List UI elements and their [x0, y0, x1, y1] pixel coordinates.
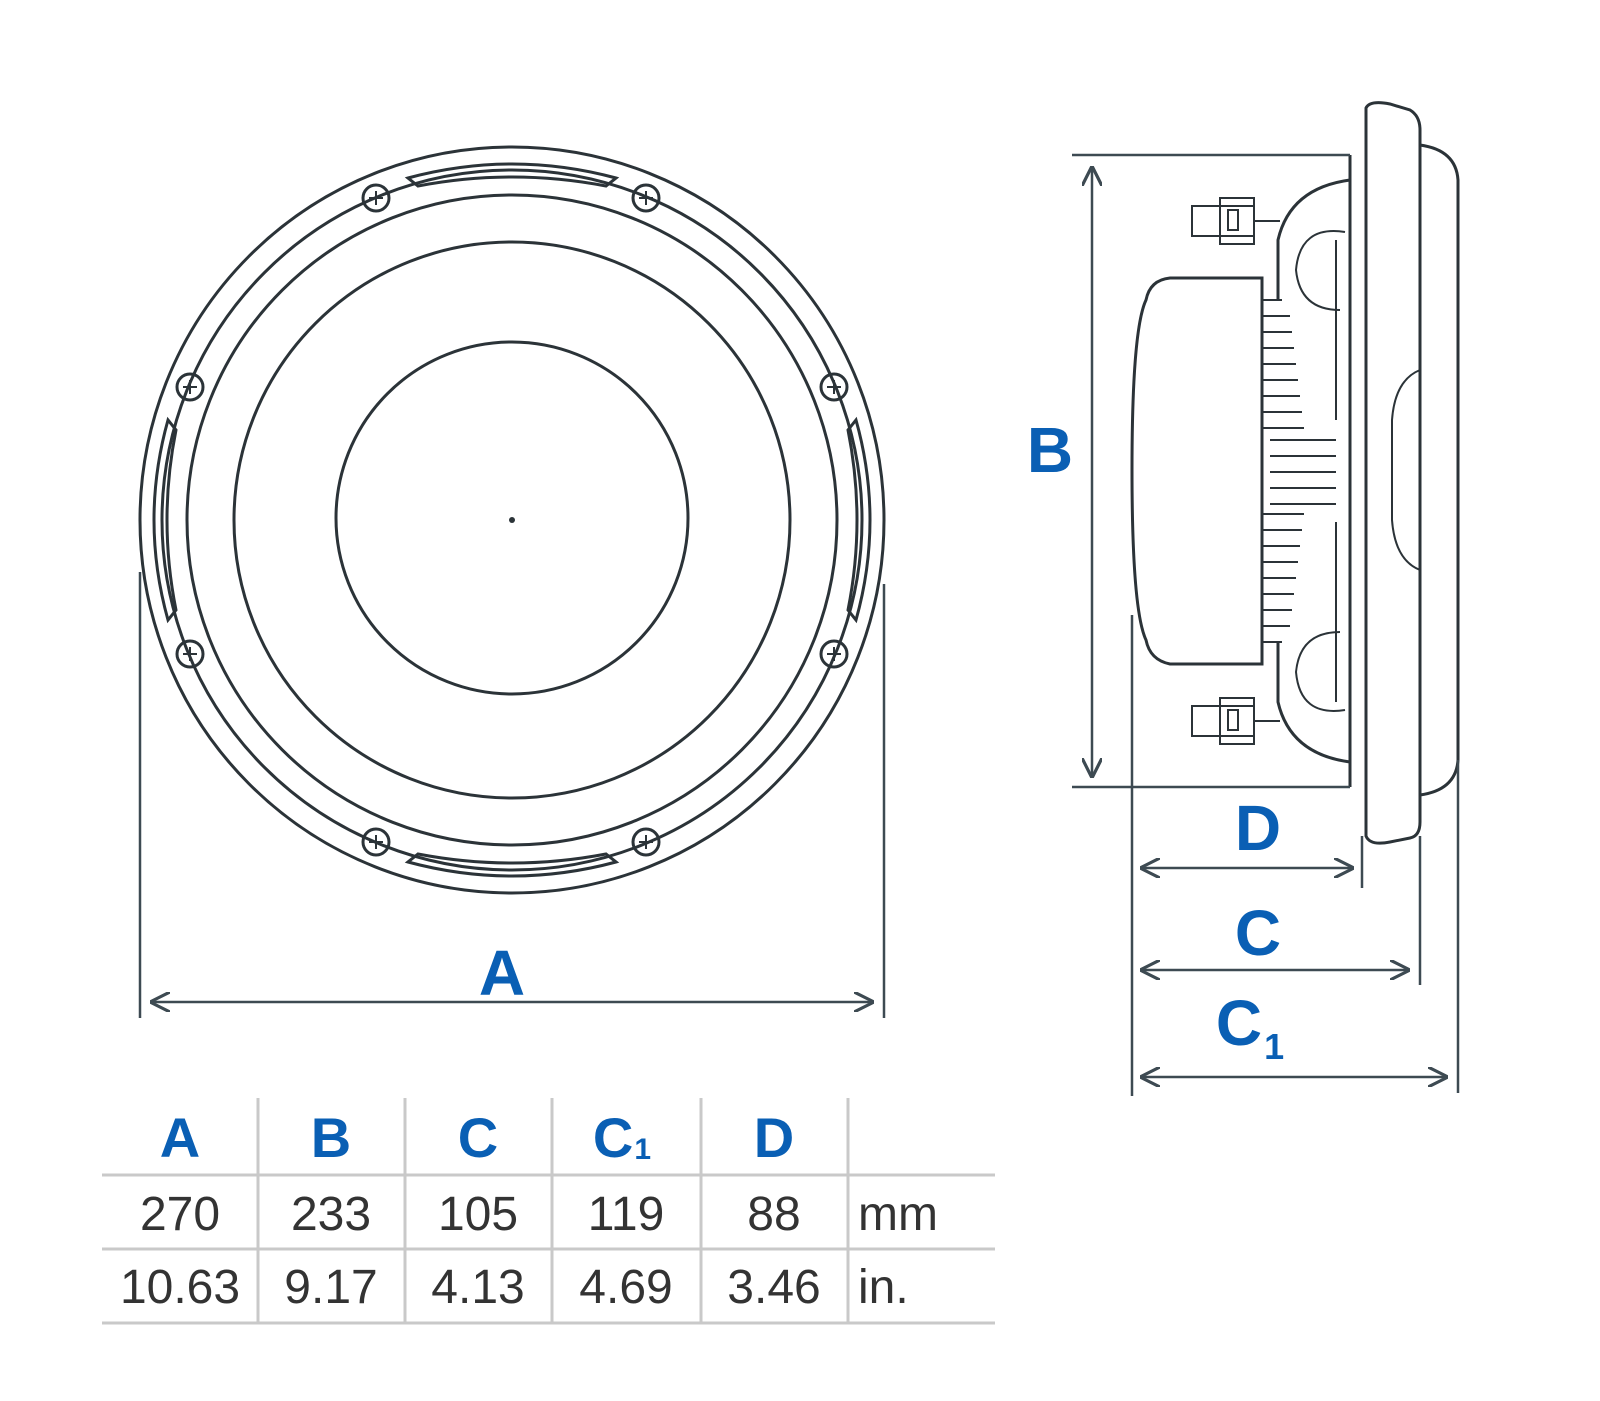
mounting-screw: [631, 183, 661, 213]
side-basket-bottom: [1276, 642, 1351, 764]
front-view: A: [138, 145, 886, 1018]
table-cell-in-b: 9.17: [284, 1261, 377, 1314]
dimension-table: A B C C1 D 270 233 105 119 88 mm 10.63 9…: [102, 1098, 995, 1325]
side-terminal-top: [1191, 197, 1280, 245]
front-surround-outer: [185, 193, 839, 847]
right-handle-cutout: [846, 416, 872, 624]
side-surround-bottom: [1294, 631, 1346, 712]
table-cell-mm-a: 270: [140, 1188, 220, 1241]
table-cell-in-c1: 4.69: [579, 1261, 672, 1314]
dim-a-label: A: [479, 937, 525, 1009]
dim-c-label: C: [1235, 897, 1281, 969]
side-view: B D C C1: [1027, 101, 1460, 1096]
front-cone-center: [334, 340, 690, 696]
table-header-c: C: [458, 1106, 498, 1169]
table-cell-in-a: 10.63: [120, 1261, 240, 1314]
bottom-handle-cutout: [404, 852, 620, 878]
table-header-c1-sub: 1: [634, 1133, 651, 1166]
front-frame-inner: [160, 168, 864, 872]
front-outer-frame: [138, 145, 886, 895]
mounting-screw: [175, 639, 205, 669]
table-cell-mm-c: 105: [438, 1188, 518, 1241]
mounting-screw: [361, 183, 391, 213]
table-cell-mm-d: 88: [747, 1188, 800, 1241]
left-handle-cutout: [152, 416, 178, 624]
dim-c1-label: C1: [1216, 987, 1284, 1067]
table-header-d: D: [754, 1106, 794, 1169]
dim-c1-label-main: C: [1216, 987, 1262, 1059]
table-header-b: B: [311, 1106, 351, 1169]
side-front-flange: [1364, 101, 1422, 845]
table-cell-in-c: 4.13: [431, 1261, 524, 1314]
table-header-c1: C1: [593, 1106, 651, 1169]
table-unit-mm: mm: [858, 1188, 938, 1241]
dim-b-label: B: [1027, 414, 1073, 486]
table-cell-mm-b: 233: [291, 1188, 371, 1241]
side-basket-top: [1276, 178, 1351, 300]
dim-c1-label-sub: 1: [1264, 1026, 1284, 1067]
side-trim-recess: [1391, 369, 1421, 571]
mounting-screw: [175, 372, 205, 402]
dim-d-label: D: [1235, 792, 1281, 864]
front-surround-inner: [232, 240, 792, 800]
table-header-c1-main: C: [593, 1106, 633, 1169]
side-trim-ring: [1419, 143, 1460, 797]
side-magnet: [1130, 276, 1264, 666]
mounting-screw: [819, 372, 849, 402]
side-terminal-bottom: [1191, 697, 1280, 745]
top-handle-cutout: [404, 162, 620, 188]
front-center-dot: [509, 517, 515, 523]
table-cell-in-d: 3.46: [727, 1261, 820, 1314]
side-surround-top: [1294, 230, 1346, 311]
table-cell-mm-c1: 119: [588, 1188, 665, 1241]
mounting-screw: [819, 639, 849, 669]
table-unit-in: in.: [858, 1261, 909, 1314]
mounting-screw: [361, 827, 391, 857]
mounting-screw: [631, 827, 661, 857]
table-header-a: A: [160, 1106, 200, 1169]
side-cooling-fins: [1262, 299, 1336, 643]
